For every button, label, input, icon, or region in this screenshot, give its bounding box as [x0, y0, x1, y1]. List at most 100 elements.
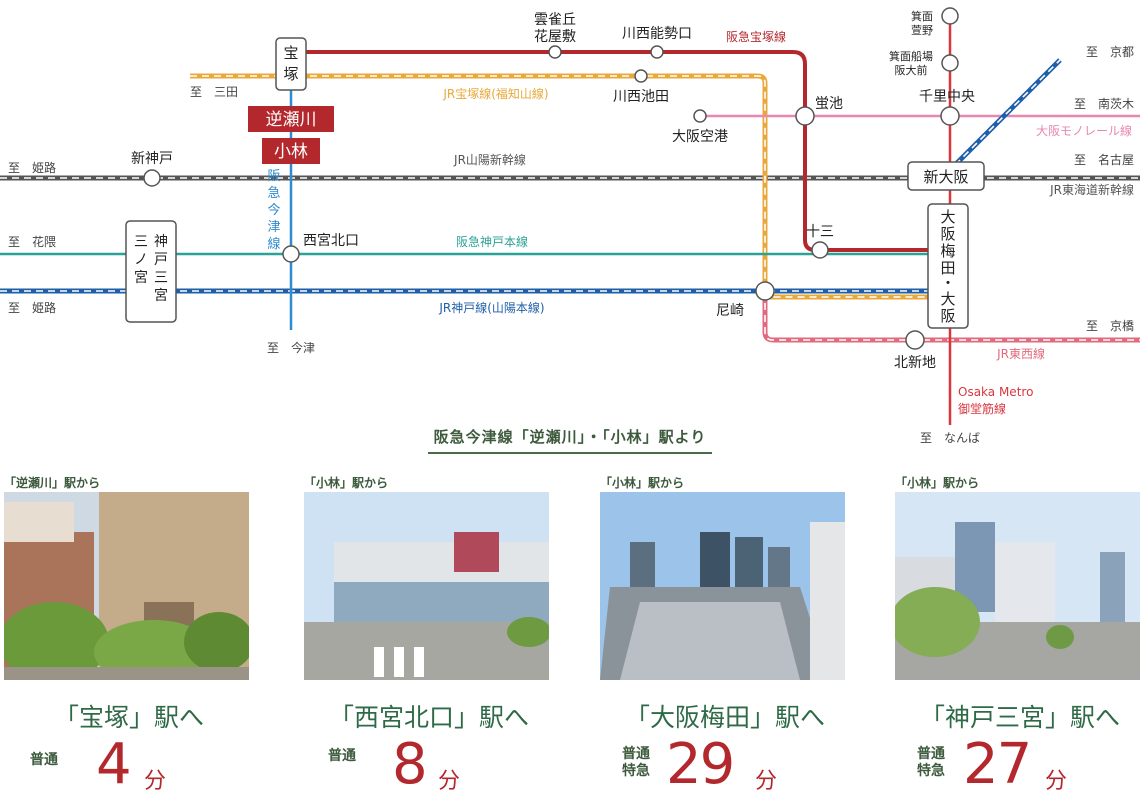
card-destination: 「西宮北口」駅へ	[328, 703, 529, 732]
sannomiya-c1-1: 神	[154, 234, 168, 250]
station-kawanishiikeda	[634, 69, 648, 83]
station-shin-osaka-label: 新大阪	[923, 168, 968, 186]
station-shin-kobe-label: 新神戸	[131, 151, 173, 167]
sannomiya-c1-4: 宮	[154, 288, 168, 304]
sannomiya-c1-3: 三	[154, 270, 168, 286]
sannomiya-c2-1: 三	[134, 234, 148, 250]
card-minutes-unit: 分	[755, 769, 778, 794]
dest-sanda: 至 三田	[190, 85, 238, 99]
station-obayashi-label: 小林	[274, 142, 308, 162]
sannomiya-c2-2: ノ	[134, 252, 148, 268]
imazu-line-label-3: 今	[267, 202, 280, 218]
umeda-7: 阪	[940, 307, 955, 325]
imazu-line-label-1: 阪	[267, 169, 280, 184]
station-senri-chuo-label: 千里中央	[919, 89, 975, 105]
card-train-type-1: 普通	[622, 746, 650, 762]
route-map: 宝 塚 逆瀬川 小林 阪 急 今 津 線 神 戸 三 宮 三 ノ 宮 新大阪 大…	[0, 7, 1140, 445]
imazu-line-label-4: 津	[267, 220, 280, 235]
station-nishinomiya-kitaguchi	[282, 245, 300, 263]
card-from-label: 「小林」駅から	[304, 476, 389, 490]
station-hibarigaoka-label-1: 雲雀丘	[534, 12, 576, 28]
dest-himeji-1: 至 姫路	[8, 160, 56, 175]
station-minoh-semba-label-1: 箕面船場	[889, 49, 933, 63]
card-destination: 「神戸三宮」駅へ	[919, 703, 1120, 732]
access-card-nishinomiya: 「小林」駅から 「西宮北口」駅へ 普通 8 分	[304, 470, 554, 805]
jr-tokaido-shinkansen-label: JR東海道新幹線	[1049, 182, 1134, 197]
photo-osaka-umeda	[600, 492, 845, 680]
card-train-type-2: 特急	[622, 763, 650, 779]
station-kitashinchi-label: 北新地	[894, 355, 936, 371]
station-takarazuka-label-2: 塚	[283, 65, 298, 83]
station-nishinomiya-kitaguchi-label: 西宮北口	[303, 233, 359, 249]
card-train-type-2: 特急	[917, 763, 945, 779]
umeda-5: ・	[940, 274, 955, 292]
card-from-label: 「小林」駅から	[895, 476, 980, 490]
osaka-monorail-label: 大阪モノレール線	[1036, 123, 1132, 138]
umeda-1: 大	[940, 208, 955, 226]
card-train-type-1: 普通	[917, 746, 945, 762]
card-minutes: 27	[963, 732, 1032, 797]
station-kawanishinoseguchi	[650, 45, 664, 59]
midosuji-label-2: 御堂筋線	[958, 401, 1006, 416]
imazu-line-label-5: 線	[267, 236, 280, 252]
station-hotarugaike-label: 蛍池	[815, 96, 843, 112]
access-card-sannomiya: 「小林」駅から 「神戸三宮」駅へ 普通 特急 27 分	[895, 470, 1140, 805]
card-train-type-1: 普通	[30, 752, 58, 768]
station-sakasegawa-tag	[248, 106, 334, 132]
sannomiya-c2-3: 宮	[134, 270, 148, 286]
access-caption: 阪急今津線「逆瀬川」・「小林」駅より	[0, 426, 1140, 454]
jr-takarazuka-label: JR宝塚線(福知山線)	[442, 86, 548, 101]
sannomiya-c1-2: 戸	[154, 252, 168, 268]
dest-hanakuma: 至 花隈	[8, 234, 56, 249]
jr-kyoto-line	[953, 58, 1062, 167]
card-train-type-1: 普通	[328, 748, 356, 764]
photo-kobe-sannomiya	[895, 492, 1140, 680]
station-hotarugaike	[795, 106, 815, 126]
jr-sanyo-shinkansen-label: JR山陽新幹線	[453, 152, 526, 167]
umeda-6: 大	[940, 290, 955, 308]
station-senri-chuo	[940, 106, 960, 126]
station-hibarigaoka	[548, 45, 562, 59]
card-destination: 「宝塚」駅へ	[53, 703, 204, 732]
station-osaka-umeda-box	[927, 203, 969, 329]
dest-imazu: 至 今津	[267, 340, 315, 355]
hankyu-takarazuka-line	[291, 50, 930, 252]
access-card-takarazuka: 「逆瀬川」駅から 「宝塚」駅へ 普通 4 分	[4, 470, 254, 805]
dest-himeji-2: 至 姫路	[8, 300, 56, 315]
card-destination: 「大阪梅田」駅へ	[624, 703, 825, 732]
station-kawanishinoseguchi-label: 川西能勢口	[622, 26, 692, 42]
station-minoh-label-2: 萱野	[911, 24, 933, 37]
card-minutes: 29	[666, 732, 735, 797]
photo-nishinomiya-kitaguchi	[304, 492, 549, 680]
jr-tozai-label: JR東西線	[996, 346, 1045, 361]
jr-tozai-line	[762, 291, 1140, 343]
station-minoh-semba-label-2: 阪大前	[895, 63, 928, 77]
station-osaka-airport	[693, 109, 707, 123]
dest-kyoto: 至 京都	[1086, 45, 1134, 59]
card-minutes-unit: 分	[438, 769, 461, 794]
imazu-line-label-2: 急	[267, 186, 280, 201]
dest-namba: 至 なんば	[920, 431, 980, 445]
umeda-4: 田	[940, 259, 955, 277]
umeda-3: 梅	[940, 242, 955, 260]
station-minoh-label-1: 箕面	[911, 9, 933, 23]
station-kitashinchi	[905, 330, 925, 350]
station-minoh-semba	[941, 54, 959, 72]
station-kawanishiikeda-label: 川西池田	[613, 89, 669, 105]
access-caption-text: 阪急今津線「逆瀬川」・「小林」駅より	[427, 426, 713, 454]
dest-nagoya: 至 名古屋	[1074, 152, 1134, 167]
station-amagasaki	[755, 281, 775, 301]
card-minutes: 8	[392, 732, 428, 797]
station-juso	[811, 241, 829, 259]
card-minutes-unit: 分	[1045, 769, 1068, 794]
station-hibarigaoka-label-2: 花屋敷	[534, 29, 576, 45]
access-card-umeda: 「小林」駅から 「大阪梅田」駅へ 普通 特急 29 分	[600, 470, 850, 805]
station-sakasegawa-label: 逆瀬川	[266, 110, 317, 130]
station-kobe-sannomiya-box	[125, 220, 177, 323]
umeda-2: 阪	[940, 225, 955, 243]
dest-kyobashi: 至 京橋	[1086, 319, 1134, 333]
station-obayashi-tag	[262, 138, 320, 164]
card-from-label: 「小林」駅から	[600, 476, 685, 490]
station-amagasaki-label: 尼崎	[716, 303, 744, 319]
station-minoh-kayano	[941, 7, 959, 25]
